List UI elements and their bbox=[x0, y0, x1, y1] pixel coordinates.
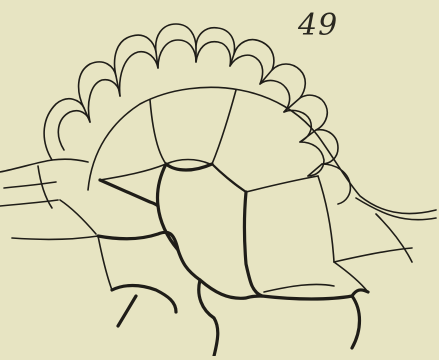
wall-g bbox=[318, 176, 334, 262]
wall-b bbox=[150, 100, 166, 164]
inner-fringe-outline bbox=[58, 40, 324, 176]
wall-i bbox=[376, 214, 412, 262]
wall-a bbox=[100, 164, 166, 180]
right-cell-tick bbox=[352, 290, 368, 296]
wall-d bbox=[212, 90, 236, 164]
dome-outline bbox=[88, 87, 436, 213]
stalk-left-lower bbox=[12, 236, 98, 239]
cavity-right bbox=[245, 192, 263, 296]
lower-cell-arc bbox=[112, 286, 176, 313]
bottom-cell-right bbox=[262, 296, 360, 348]
stalk-left-top bbox=[0, 159, 88, 172]
wall-k bbox=[264, 284, 334, 292]
cavity-top bbox=[166, 164, 212, 170]
wall-j bbox=[334, 262, 368, 292]
wall-l bbox=[60, 200, 96, 234]
wall-m bbox=[98, 236, 112, 290]
figure-number: 49 bbox=[298, 8, 338, 43]
wall-f bbox=[246, 176, 318, 192]
cell-walls bbox=[0, 87, 436, 356]
wall-f-thick bbox=[212, 164, 246, 192]
wall-c bbox=[166, 160, 210, 165]
cavity-left bbox=[157, 164, 200, 280]
wall-h bbox=[334, 248, 412, 262]
left-cell-wall bbox=[100, 180, 158, 206]
stalk-left-mid bbox=[4, 182, 56, 188]
bottom-left-leg bbox=[118, 296, 136, 326]
